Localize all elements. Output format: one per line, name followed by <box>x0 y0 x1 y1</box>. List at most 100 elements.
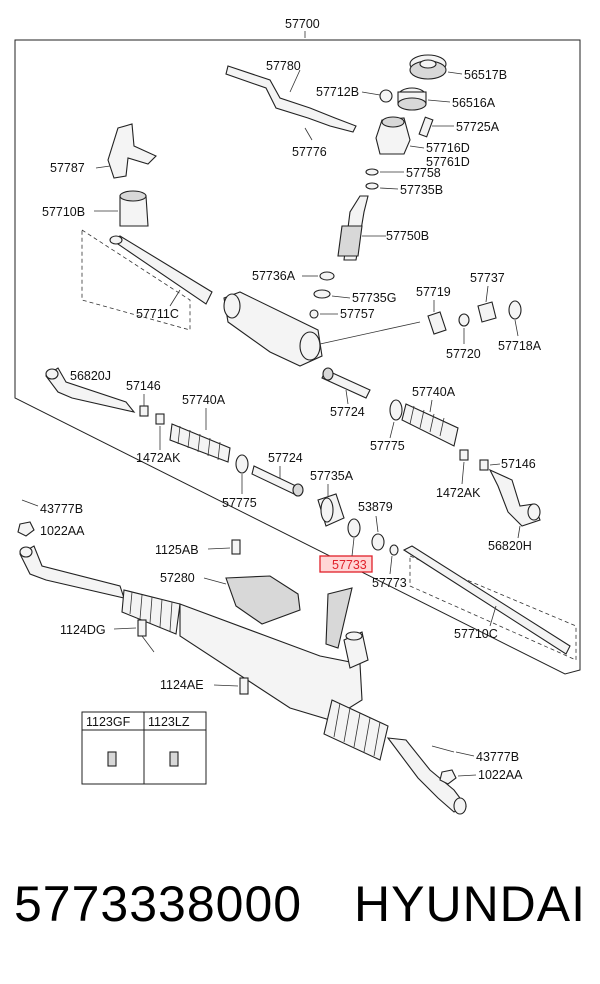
label-1125AB: 1125AB <box>155 543 199 557</box>
label-57711C: 57711C <box>136 307 179 321</box>
bolt-table-col1: 1123GF <box>86 715 131 729</box>
label-57718A: 57718A <box>498 339 542 353</box>
ring-53879 <box>371 533 385 551</box>
label-57735A: 57735A <box>310 469 354 483</box>
caption: 5773338000 HYUNDAI <box>14 875 594 945</box>
boot-right-lower <box>323 699 389 761</box>
mounting-bracket <box>107 123 157 179</box>
label-53879: 53879 <box>358 500 393 514</box>
steering-gear-exploded-diagram: 57700 57780 57776 56517B 56516A 57712B 5… <box>14 17 581 815</box>
boot-left-upper <box>169 423 231 463</box>
label-57146-left: 57146 <box>126 379 161 393</box>
seal-57758 <box>365 168 379 176</box>
label-57736A: 57736A <box>252 269 296 283</box>
assembly-frame <box>14 39 581 675</box>
label-57280: 57280 <box>160 571 195 585</box>
label-1124DG: 1124DG <box>60 623 106 637</box>
bolt-table: 1123GF 1123LZ <box>81 711 207 785</box>
bolt-table-col2: 1123LZ <box>148 715 190 729</box>
nut-57146-left <box>139 405 149 417</box>
label-57716D: 57716D <box>426 141 470 155</box>
label-57787: 57787 <box>50 161 85 175</box>
label-57775-left: 57775 <box>222 496 257 510</box>
nut-57737 <box>477 301 497 323</box>
label-57720: 57720 <box>446 347 481 361</box>
label-1124AE: 1124AE <box>160 678 204 692</box>
label-43777B-top: 43777B <box>40 502 83 516</box>
brand-name: HYUNDAI <box>354 876 587 932</box>
label-57712B: 57712B <box>316 85 359 99</box>
pipe-bracket <box>225 65 357 133</box>
nut-57146-right <box>479 459 489 471</box>
bolt-1123LZ <box>169 751 179 767</box>
gear-housing-upper <box>223 291 323 367</box>
label-57757: 57757 <box>340 307 375 321</box>
label-1022AA-bottom: 1022AA <box>478 768 523 782</box>
label-57750B: 57750B <box>386 229 429 243</box>
clamp-57775-left <box>235 454 249 474</box>
clip-1472AK-left <box>155 413 165 425</box>
bolt-1125AB <box>231 539 241 555</box>
label-57775-right: 57775 <box>370 439 405 453</box>
inner-tie-rod-lower <box>251 465 297 495</box>
label-57719: 57719 <box>416 285 451 299</box>
clip-1472AK-right <box>459 449 469 461</box>
label-57740A-left: 57740A <box>182 393 226 407</box>
direction-arrow <box>325 587 353 649</box>
label-1472AK-left: 1472AK <box>136 451 181 465</box>
label-56517B: 56517B <box>464 68 507 82</box>
cotter-pin-43777B-bottom <box>431 745 455 753</box>
label-56820H: 56820H <box>488 539 532 553</box>
seal-57773 <box>389 544 399 556</box>
ring-57718A <box>508 300 522 320</box>
label-57710C: 57710C <box>454 627 498 641</box>
clamp-57775-right <box>389 399 403 421</box>
label-57724-mid: 57724 <box>268 451 303 465</box>
label-57725A: 57725A <box>456 120 500 134</box>
label-1472AK-right: 1472AK <box>436 486 481 500</box>
label-43777B-bottom: 43777B <box>476 750 519 764</box>
rack-57710C <box>402 545 571 655</box>
label-57146-right: 57146 <box>501 457 536 471</box>
label-57724-top: 57724 <box>330 405 365 419</box>
cotter-pin-43777B-top <box>21 499 39 507</box>
seal-57712B <box>379 89 393 103</box>
highlight-box-57733 <box>319 555 373 573</box>
label-57740A-right: 57740A <box>412 385 456 399</box>
bolt-1124DG <box>137 619 147 637</box>
label-57735B: 57735B <box>400 183 443 197</box>
assembly-label: 57700 <box>285 17 320 31</box>
boot-left-lower <box>121 589 181 635</box>
seal-57735B <box>365 182 379 190</box>
nut-1022AA-bottom <box>439 769 457 785</box>
label-57735G: 57735G <box>352 291 396 305</box>
seal-57733 <box>347 518 361 538</box>
plug-57719 <box>427 311 447 335</box>
label-56820J: 56820J <box>70 369 111 383</box>
spring-57720 <box>458 313 470 327</box>
seal-57736A <box>319 271 335 281</box>
label-56516A: 56516A <box>452 96 496 110</box>
label-57710B: 57710B <box>42 205 85 219</box>
label-57776: 57776 <box>292 145 327 159</box>
bolt-1123GF <box>107 751 117 767</box>
label-57737: 57737 <box>470 271 505 285</box>
label-57773: 57773 <box>372 576 407 590</box>
label-1022AA-top: 1022AA <box>40 524 85 538</box>
bolt-57725A <box>418 116 434 138</box>
label-57733-highlight: 57733 <box>332 558 367 572</box>
nut-57757 <box>309 309 319 319</box>
label-57780: 57780 <box>266 59 301 73</box>
part-number: 5773338000 <box>14 876 303 932</box>
tube-57711C <box>110 235 213 305</box>
pinion-housing <box>375 117 411 155</box>
label-57761D: 57761D <box>426 155 470 169</box>
bolt-1124AE <box>239 677 249 695</box>
tie-rod-end-left <box>45 367 136 413</box>
seal-57735G <box>313 289 331 299</box>
label-57758: 57758 <box>406 166 441 180</box>
nut-1022AA-top <box>17 521 35 537</box>
boot-right-upper <box>401 403 459 447</box>
heat-protector-57280 <box>225 575 301 625</box>
tie-rod-end-lower-left <box>19 545 125 599</box>
